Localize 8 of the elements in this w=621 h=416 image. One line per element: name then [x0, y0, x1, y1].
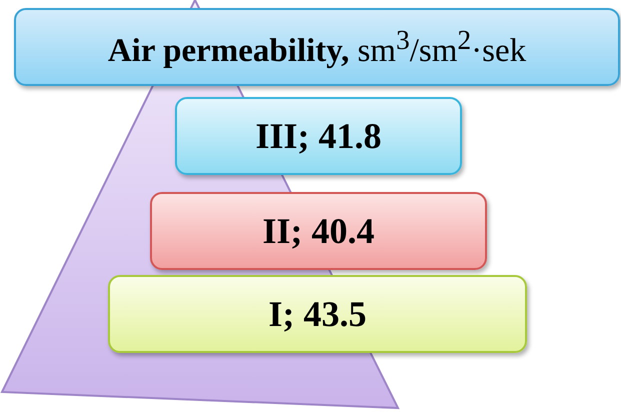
level-box	[108, 275, 527, 353]
title-box	[14, 8, 620, 86]
level-value: III; 41.8	[255, 115, 382, 157]
title-text: Air permeability, sm$^{3}$/sm$^{2}$·sek	[108, 24, 526, 70]
level-value: II; 40.4	[262, 210, 374, 252]
level-box	[150, 192, 487, 270]
level-value: I; 43.5	[268, 293, 366, 335]
level-box	[175, 97, 462, 175]
